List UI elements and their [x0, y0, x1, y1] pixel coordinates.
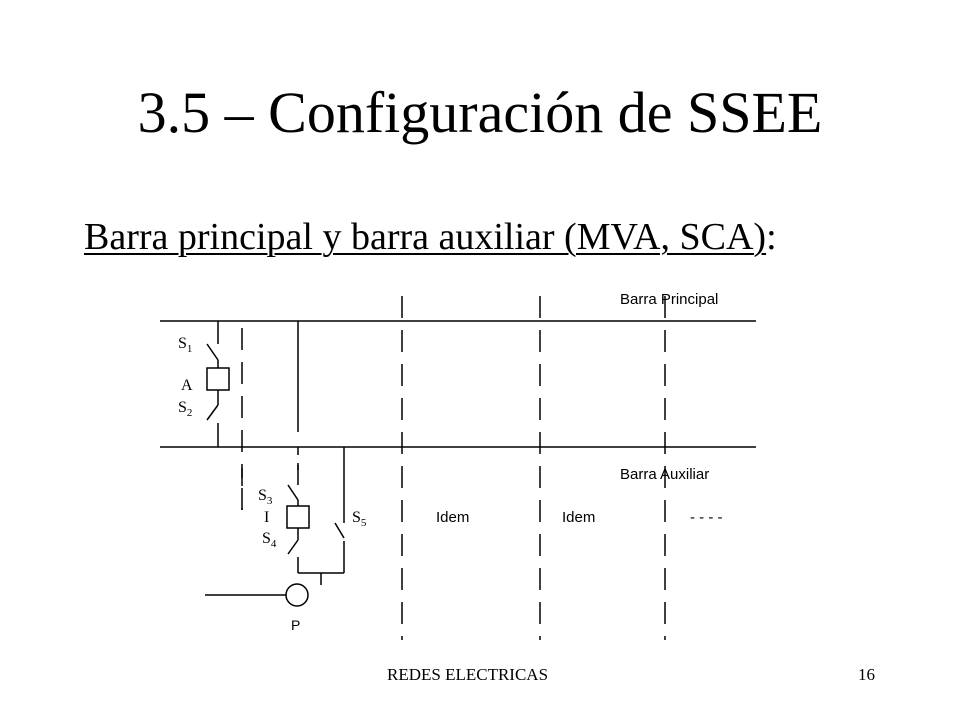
slide-subtitle: Barra principal y barra auxiliar (MVA, S… — [84, 218, 777, 256]
transformer-p-symbol — [285, 583, 309, 607]
footer-page-number: 16 — [858, 665, 875, 684]
breaker-i-label: I — [264, 509, 269, 526]
switch-s4-symbol — [287, 528, 299, 573]
switch-s5-symbol — [334, 447, 345, 573]
slide-title: 3.5 – Configuración de SSEE — [137, 80, 823, 145]
substation-diagram: Barra Principal Barra Auxiliar S1 A S2 S… — [160, 291, 756, 640]
transformer-p-label: P — [291, 617, 300, 633]
switch-s2-label: S2 — [178, 399, 192, 419]
breaker-a-label: A — [181, 377, 193, 394]
subtitle-underlined-text: Barra principal y barra auxiliar (MVA, S… — [84, 216, 767, 258]
more-bays-label: - - - - — [690, 509, 722, 526]
switch-s1-label: S1 — [178, 335, 192, 355]
breaker-i-box — [286, 505, 310, 529]
aux-bus-label: Barra Auxiliar — [620, 466, 709, 483]
subtitle-colon: : — [766, 216, 777, 258]
footer-course-name: REDES ELECTRICAS — [387, 665, 549, 684]
bay3-idem-label: Idem — [562, 509, 595, 526]
switch-s3-label: S3 — [258, 487, 273, 507]
bay2-idem-label: Idem — [436, 509, 469, 526]
switch-s2-symbol — [206, 390, 219, 447]
switch-s3-symbol — [287, 465, 299, 506]
switch-s1-symbol — [206, 321, 219, 368]
switch-s4-label: S4 — [262, 530, 277, 550]
main-bus-label: Barra Principal — [620, 291, 718, 308]
switch-s5-label: S5 — [352, 509, 367, 529]
breaker-a-box — [206, 367, 230, 391]
